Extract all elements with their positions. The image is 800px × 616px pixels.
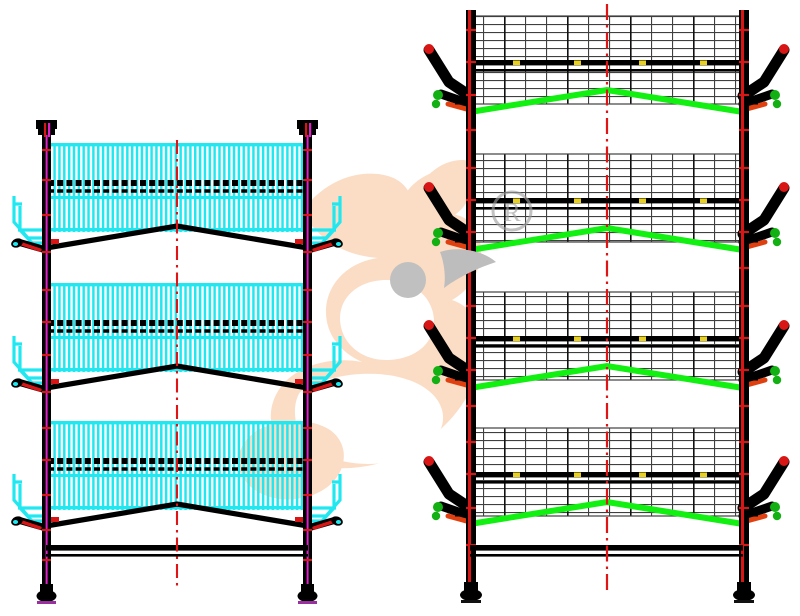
foot-right bbox=[733, 582, 755, 603]
post-right-core bbox=[306, 126, 309, 596]
rail-clamp-markers bbox=[513, 472, 707, 478]
watermark-wing-arrow bbox=[440, 249, 496, 288]
cage-floor-slope bbox=[469, 362, 744, 391]
cage-bottom-rail bbox=[42, 368, 312, 372]
feeder-arm-left-2 bbox=[11, 378, 59, 394]
post-left-core bbox=[45, 126, 48, 596]
cage-mid-rail bbox=[42, 474, 312, 477]
feeder-trough-right-3 bbox=[308, 474, 342, 523]
foot-right bbox=[297, 584, 318, 604]
post-dimension-ticks bbox=[42, 148, 312, 562]
watermark-eye-circle bbox=[390, 262, 426, 298]
post-left-core bbox=[468, 10, 471, 596]
post-right-core bbox=[741, 10, 744, 596]
cage-bottom-rail bbox=[42, 506, 312, 510]
left-feeder-troughs bbox=[12, 196, 342, 523]
feeder-trough-left-2 bbox=[12, 336, 46, 385]
feeder-arm-right-2 bbox=[295, 378, 343, 394]
right-feeder-arms bbox=[423, 44, 790, 525]
cage-top-rail bbox=[42, 421, 312, 425]
feeder-arm-left-1 bbox=[11, 238, 59, 254]
left-frame-posts bbox=[36, 120, 318, 596]
rail-clamp-markers bbox=[513, 336, 707, 342]
svg-text:R: R bbox=[503, 198, 521, 227]
feeder-arm-right-3 bbox=[295, 516, 343, 532]
feeder-trough-right-1 bbox=[308, 196, 342, 245]
post-top-cap-left bbox=[36, 120, 57, 137]
feed-rail-upper bbox=[474, 198, 740, 204]
side-elevation-view bbox=[423, 4, 790, 603]
foot-left bbox=[460, 582, 482, 603]
cage-floor-slope bbox=[469, 224, 744, 253]
registered-trademark-icon: R bbox=[491, 190, 533, 232]
rail-clamp-markers bbox=[513, 60, 707, 66]
post-top-cap-right bbox=[297, 120, 318, 137]
foot-left bbox=[36, 584, 57, 604]
front-elevation-view bbox=[11, 120, 343, 604]
feeder-arm-left-3 bbox=[423, 320, 476, 389]
feeder-arm-left-4 bbox=[423, 456, 476, 525]
feeder-trough-right-2 bbox=[308, 336, 342, 385]
feeder-arm-left-3 bbox=[11, 516, 59, 532]
left-feeder-arms bbox=[11, 238, 343, 532]
watermark-e-counter bbox=[340, 280, 434, 360]
feeder-trough-left-1 bbox=[12, 196, 46, 245]
rail-clamp-markers bbox=[513, 198, 707, 204]
right-feet bbox=[460, 582, 755, 603]
left-feet bbox=[36, 584, 318, 604]
feeder-arm-right-1 bbox=[295, 238, 343, 254]
feeder-trough-left-3 bbox=[12, 474, 46, 523]
